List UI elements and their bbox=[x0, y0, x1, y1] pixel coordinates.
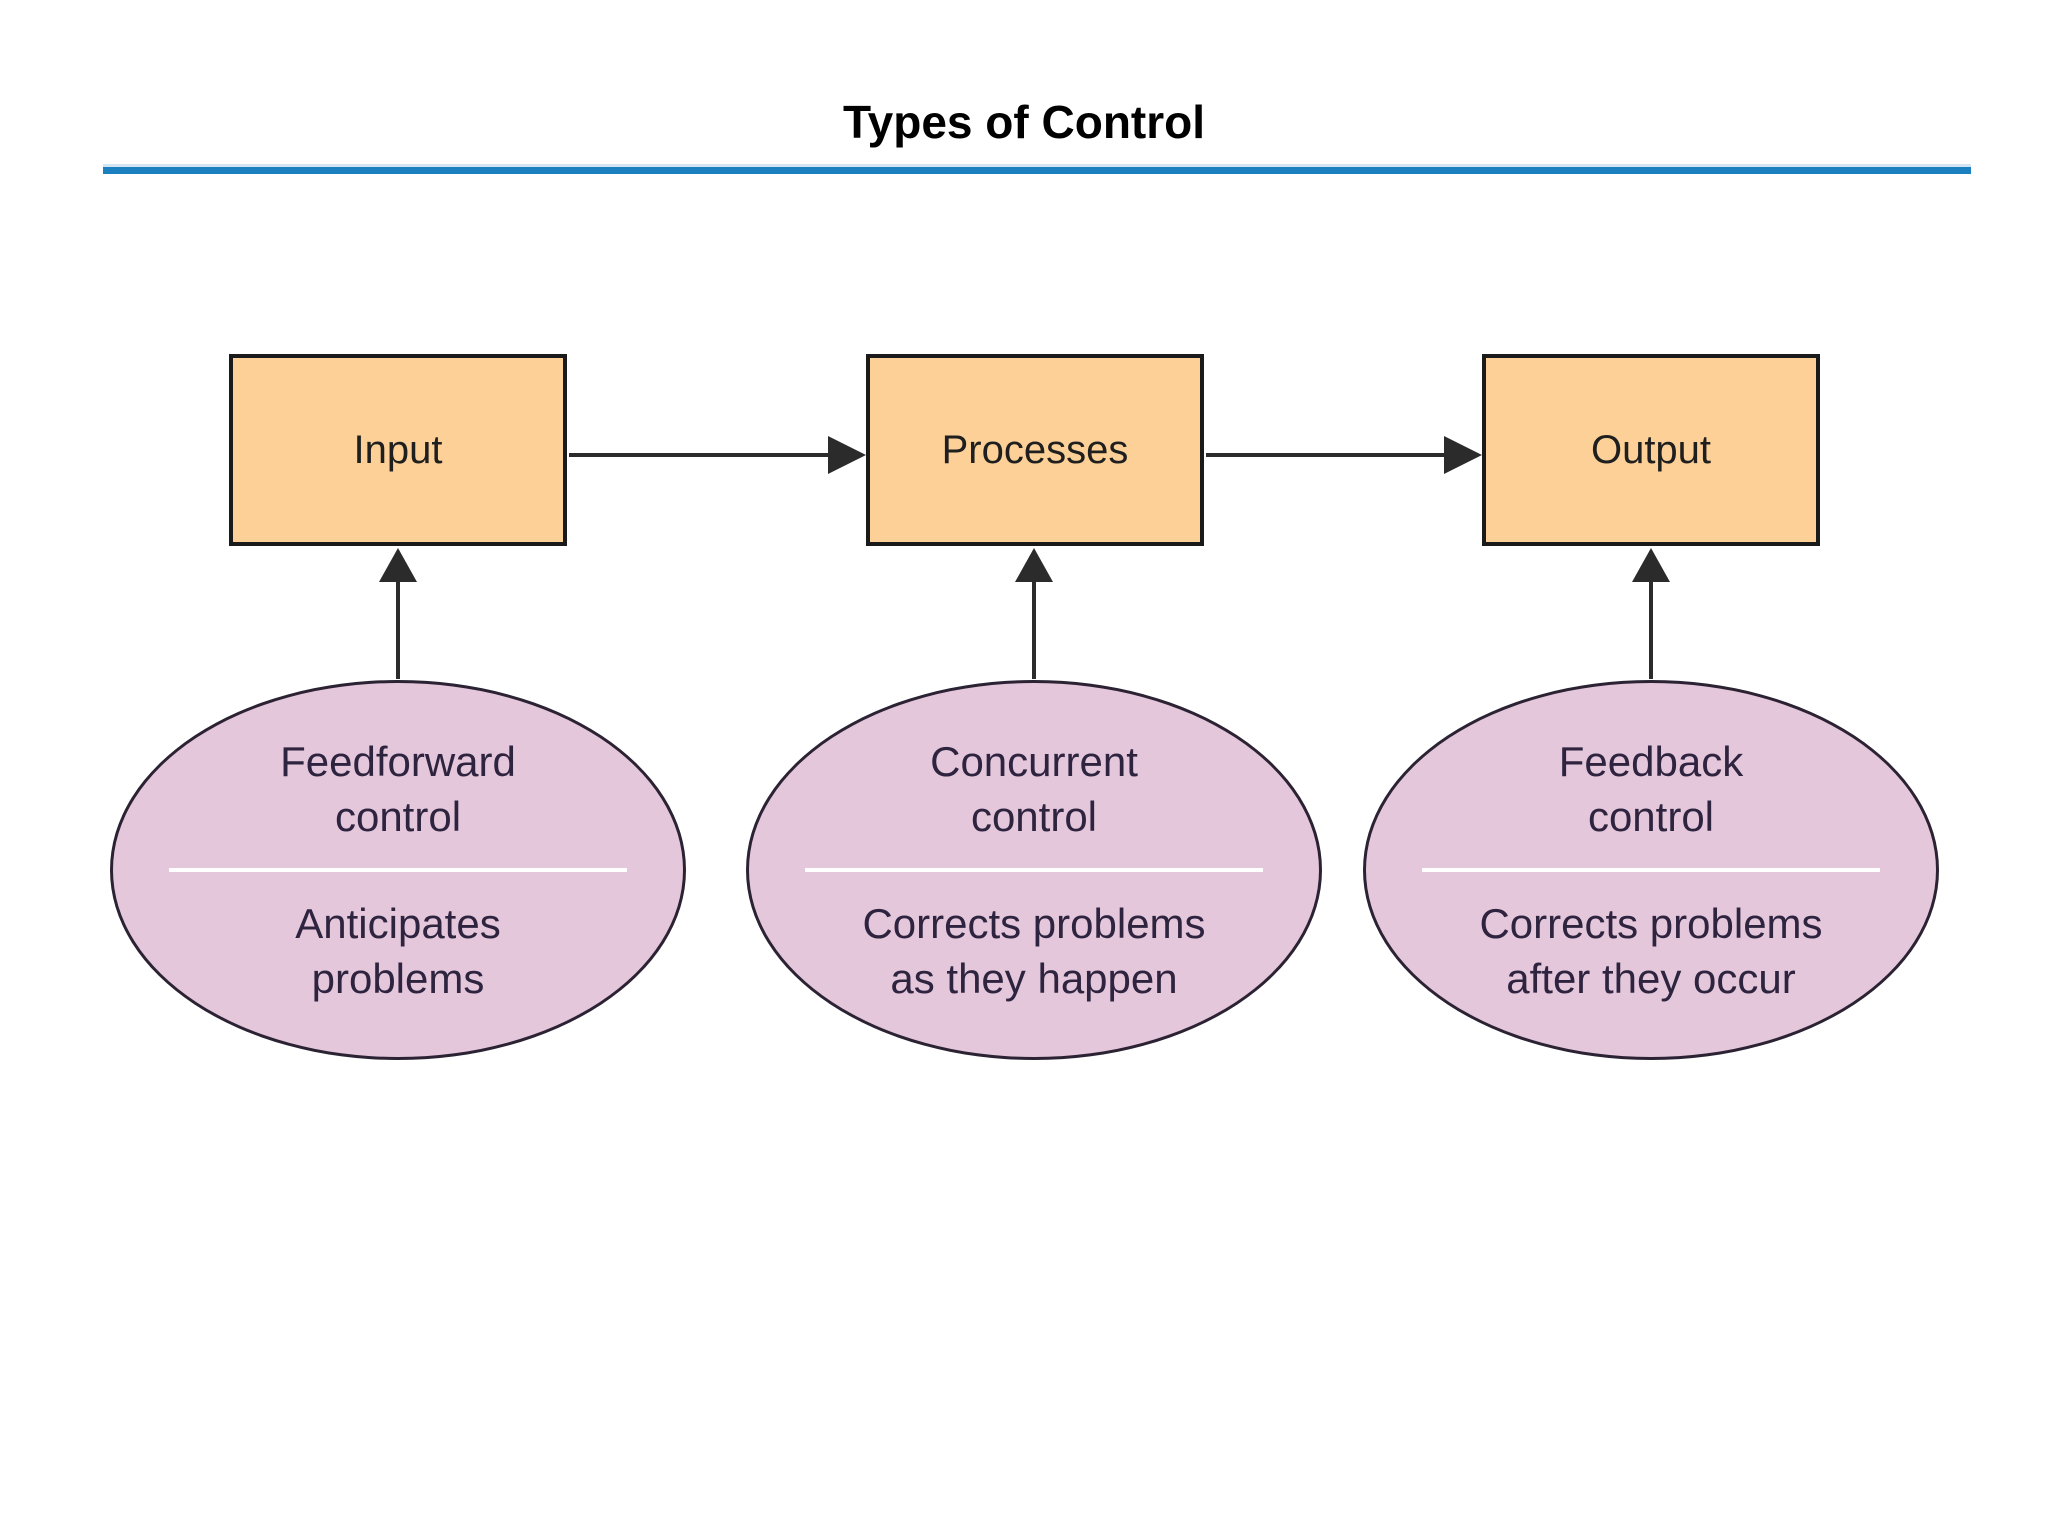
ellipse-concurrent-title: Concurrent control bbox=[930, 738, 1138, 840]
ellipse-feedforward-title: Feedforward control bbox=[280, 738, 516, 840]
ellipse-feedback-control: Feedback control Corrects problems after… bbox=[1363, 680, 1939, 1060]
flow-box-processes: Processes bbox=[866, 354, 1204, 546]
page-title: Types of Control bbox=[842, 96, 1206, 148]
ellipse-feedback-title: Feedback control bbox=[1558, 738, 1744, 840]
flow-box-output: Output bbox=[1482, 354, 1820, 546]
flow-box-input-label: Input bbox=[353, 427, 443, 472]
title-underline bbox=[103, 167, 1971, 174]
arrow-feedback-to-output bbox=[1632, 548, 1670, 679]
flow-box-input: Input bbox=[229, 354, 567, 546]
arrow-processes-to-output bbox=[1206, 436, 1482, 474]
ellipse-feedforward-control: Feedforward control Anticipates problems bbox=[110, 680, 686, 1060]
ellipse-divider bbox=[805, 868, 1263, 872]
ellipse-feedback-description: Corrects problems after they occur bbox=[1479, 900, 1823, 1002]
arrow-feedforward-to-input bbox=[379, 548, 417, 679]
arrow-concurrent-to-processes bbox=[1015, 548, 1053, 679]
flow-box-processes-label: Processes bbox=[941, 427, 1129, 472]
flow-box-output-label: Output bbox=[1590, 427, 1712, 472]
ellipse-concurrent-description: Corrects problems as they happen bbox=[862, 900, 1206, 1002]
ellipse-divider bbox=[169, 868, 627, 872]
ellipse-divider bbox=[1422, 868, 1880, 872]
ellipse-concurrent-control: Concurrent control Corrects problems as … bbox=[746, 680, 1322, 1060]
arrow-input-to-processes bbox=[569, 436, 866, 474]
ellipse-feedforward-description: Anticipates problems bbox=[295, 900, 501, 1002]
